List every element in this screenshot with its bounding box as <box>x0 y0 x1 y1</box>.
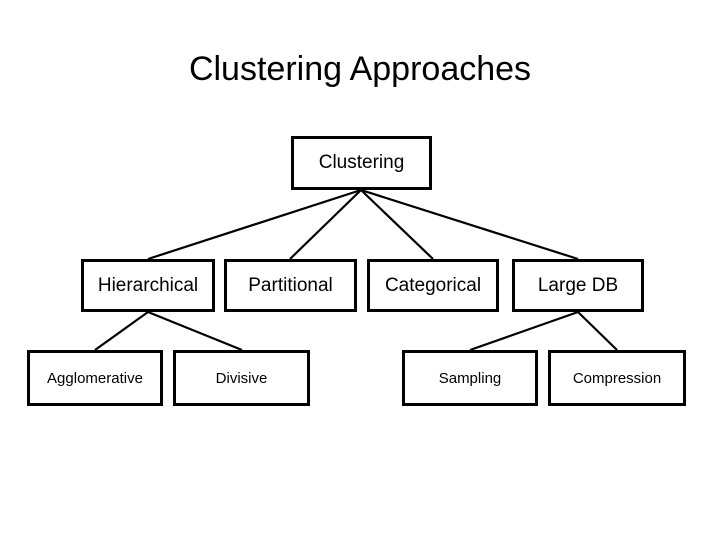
edge-hierarchical-divisive <box>147 310 243 352</box>
edge-largedb-sampling <box>469 310 579 352</box>
edge-clustering-largedb <box>360 188 579 261</box>
node-divisive[interactable]: Divisive <box>173 350 310 406</box>
node-hierarchical-label: Hierarchical <box>97 274 199 296</box>
node-clustering-label: Clustering <box>318 152 405 173</box>
edge-largedb-compression <box>577 311 618 351</box>
node-large-db-label: Large DB <box>537 274 619 296</box>
node-compression[interactable]: Compression <box>548 350 686 406</box>
node-categorical-label: Categorical <box>384 274 482 296</box>
node-partitional-label: Partitional <box>248 274 333 296</box>
node-categorical[interactable]: Categorical <box>367 259 499 312</box>
node-divisive-label: Divisive <box>215 369 268 387</box>
edge-clustering-partitional <box>289 189 362 260</box>
node-large-db[interactable]: Large DB <box>512 259 644 312</box>
node-hierarchical[interactable]: Hierarchical <box>81 259 215 312</box>
node-agglomerative[interactable]: Agglomerative <box>27 350 163 406</box>
node-agglomerative-label: Agglomerative <box>47 369 143 387</box>
edge-hierarchical-agglomerative <box>94 311 149 351</box>
page-title: Clustering Approaches <box>188 50 532 88</box>
edge-clustering-hierarchical <box>147 188 362 261</box>
node-partitional[interactable]: Partitional <box>224 259 357 312</box>
node-clustering[interactable]: Clustering <box>291 136 432 190</box>
node-sampling-label: Sampling <box>438 369 502 387</box>
node-sampling[interactable]: Sampling <box>402 350 538 406</box>
edge-clustering-categorical <box>360 189 434 260</box>
node-compression-label: Compression <box>572 369 662 387</box>
